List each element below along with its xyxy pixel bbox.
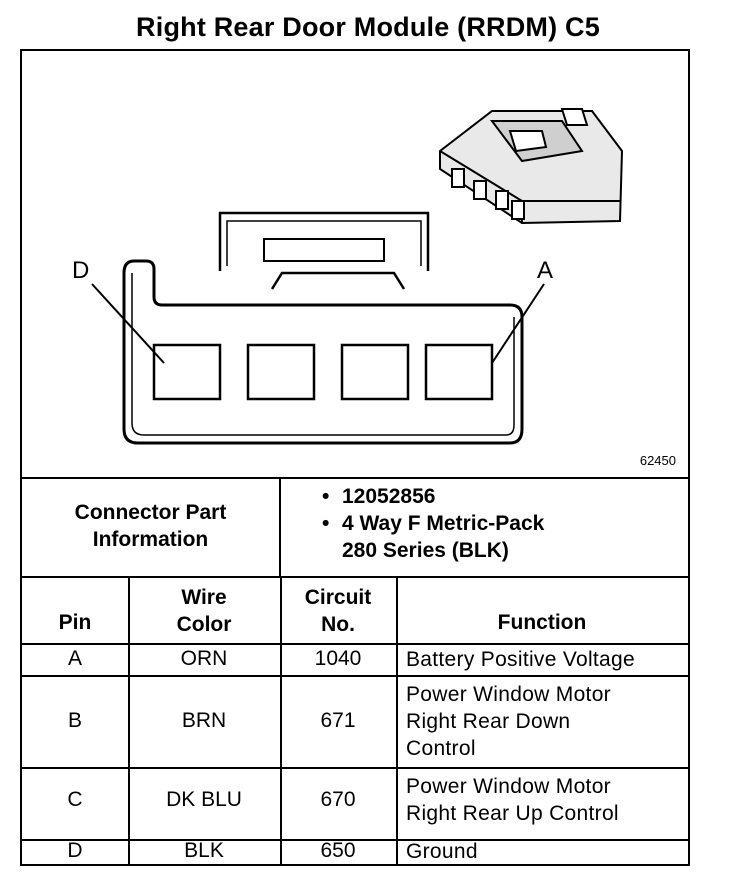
connector-info-label-line: Connector Part (74, 501, 227, 524)
divider (22, 576, 688, 578)
divider (279, 477, 281, 576)
function-line: Control (406, 737, 476, 760)
connector-diagram: D A 62450 (22, 51, 688, 477)
row-d-wire-color: BLK (184, 839, 224, 862)
header-circuit-line: No. (321, 613, 355, 636)
row-c-function: Power Window Motor Right Rear Up Control (406, 773, 686, 827)
connector-description-line: 280 Series (BLK) (342, 539, 509, 562)
divider (128, 576, 130, 866)
header-circuit: Circuit No. (280, 584, 396, 638)
row-b-function: Power Window Motor Right Rear Down Contr… (406, 681, 686, 762)
row-a-circuit: 1040 (314, 647, 362, 670)
part-number: 12052856 (322, 483, 682, 510)
function-line: Ground (406, 840, 478, 863)
connector-info-label-line: Information (92, 528, 209, 551)
figure-number: 62450 (639, 453, 676, 468)
header-wire-color-line: Color (176, 613, 232, 636)
divider (396, 576, 398, 866)
row-b-circuit: 671 (320, 709, 356, 732)
row-d-function: Ground (406, 838, 686, 865)
connector-description-line: 4 Way F Metric-Pack (342, 512, 545, 535)
divider (22, 675, 688, 677)
row-c-pin: C (67, 788, 83, 811)
row-d-circuit: 650 (320, 839, 356, 862)
row-a-wire-color: ORN (180, 647, 228, 670)
pin-d-callout: D (72, 257, 90, 284)
row-d-pin: D (67, 839, 83, 862)
function-line: Right Rear Down (406, 710, 571, 733)
header-function: Function (497, 611, 587, 634)
header-circuit-line: Circuit (304, 586, 372, 609)
connector-description: 4 Way F Metric-Pack 280 Series (BLK) (322, 510, 682, 564)
function-line: Right Rear Up Control (406, 802, 619, 825)
header-wire-color-line: Wire (181, 586, 227, 609)
function-line: Power Window Motor (406, 775, 611, 798)
divider (22, 643, 688, 645)
pin-a-callout: A (537, 257, 554, 284)
row-a-pin: A (67, 647, 82, 670)
divider (22, 767, 688, 769)
row-c-wire-color: DK BLU (166, 788, 242, 811)
divider (22, 839, 688, 841)
connector-info-label: Connector Part Information (22, 499, 279, 553)
connector-face (91, 211, 545, 445)
function-line: Battery Positive Voltage (406, 648, 635, 671)
connector-3d-illustration (439, 108, 624, 225)
row-a-function: Battery Positive Voltage (406, 646, 686, 673)
page-title: Right Rear Door Module (RRDM) C5 (136, 12, 600, 42)
connector-frame: D A 62450 Connector Part Information 120… (20, 49, 690, 866)
connector-info-values: 12052856 4 Way F Metric-Pack 280 Series … (322, 483, 682, 564)
function-line: Power Window Motor (406, 683, 611, 706)
header-pin: Pin (58, 611, 92, 634)
row-b-wire-color: BRN (181, 709, 227, 732)
header-wire-color: Wire Color (128, 584, 280, 638)
row-c-circuit: 670 (320, 788, 356, 811)
connector-drawing (91, 108, 624, 445)
row-b-pin: B (67, 709, 82, 732)
divider (280, 576, 282, 866)
divider (22, 477, 688, 479)
